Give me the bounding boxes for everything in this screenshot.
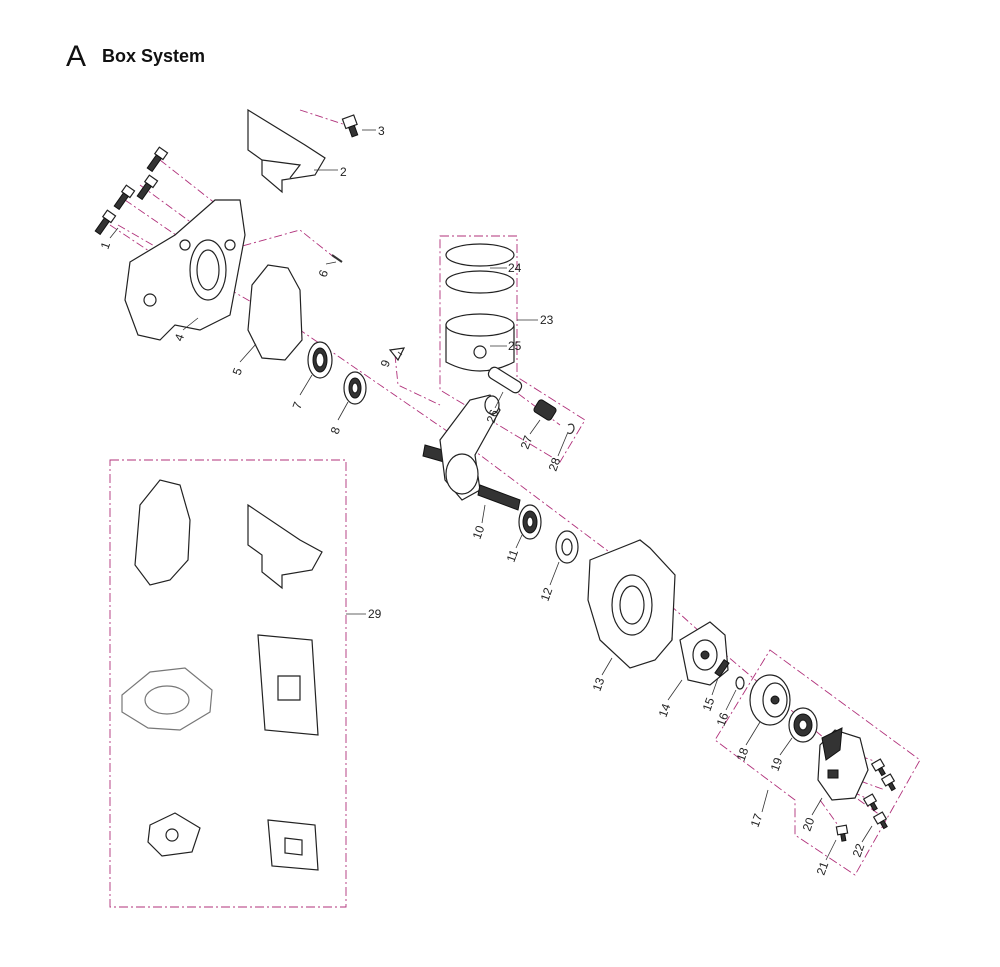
callout-2: 2 [340,165,347,179]
pin [331,254,343,263]
crankcase-screws [94,146,169,236]
washer [735,676,745,690]
cover-screws [835,758,896,842]
needle-bearing [533,399,557,421]
callout-4: 4 [172,332,188,343]
gasket-kit [121,479,323,871]
callout-28: 28 [546,455,564,473]
piston-rings [445,243,515,294]
heat-shield [247,108,326,194]
woodruff-key [388,347,406,362]
piston-pin [487,366,523,394]
crankcase-gasket [247,264,303,361]
callout-26: 26 [484,407,502,425]
callout-21: 21 [814,859,832,877]
callout-labels: 1 2 3 4 5 6 7 8 9 10 11 12 13 14 15 16 1… [98,124,868,877]
crankshaft [422,394,521,511]
callout-3: 3 [378,124,385,138]
seal-8 [343,371,367,405]
seal-12 [555,530,579,564]
callout-29: 29 [368,607,382,621]
callout-5: 5 [230,366,246,377]
shield-bolt [341,114,359,138]
callout-20: 20 [800,815,818,833]
callout-7: 7 [290,400,306,411]
callout-19: 19 [768,755,786,773]
callout-11: 11 [504,547,522,564]
starter-cover [817,727,869,801]
callout-13: 13 [590,675,608,693]
callout-10: 10 [470,523,488,541]
section-letter: A [66,40,86,73]
callout-12: 12 [538,585,556,603]
callout-23: 23 [540,313,554,327]
callout-1: 1 [98,240,114,251]
callout-24: 24 [508,261,522,275]
callout-25: 25 [508,339,522,353]
callout-15: 15 [700,695,718,713]
callout-17: 17 [748,811,766,829]
crankcase-right [587,539,676,669]
callout-6: 6 [316,268,332,279]
bearing-7 [307,341,333,379]
group-box-29 [109,459,347,908]
crankcase-left [124,199,246,341]
page-title: Box System [102,46,205,66]
recoil-spring [788,707,818,743]
center-screw [714,659,730,677]
piston [445,313,515,372]
callout-27: 27 [518,433,536,451]
bearing-11 [518,504,542,540]
starter-pulley [749,674,791,726]
callout-14: 14 [656,701,674,719]
callout-16: 16 [714,710,732,728]
group-box-23 [439,235,586,463]
circlip [567,423,575,435]
callout-18: 18 [734,745,752,763]
pulley-plate [679,621,729,686]
callout-9: 9 [378,358,394,369]
leader-lines [109,129,873,861]
callout-8: 8 [328,425,344,436]
callout-22: 22 [850,841,868,859]
